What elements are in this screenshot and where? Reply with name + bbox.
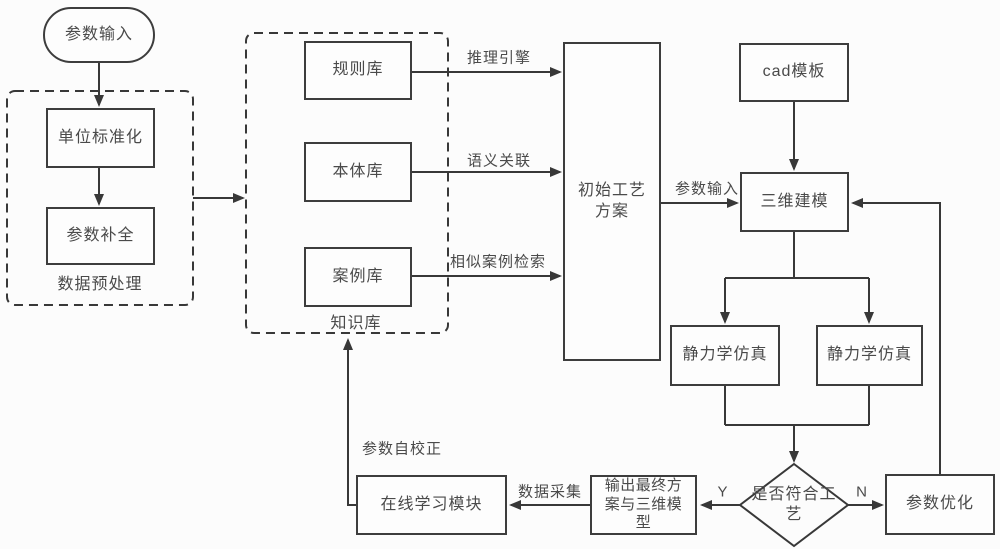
node-rule-library: 规则库: [304, 41, 412, 100]
edge-label-similar-case-retrieval: 相似案例检索: [449, 253, 547, 271]
knowledge-group-label: 知识库: [330, 315, 382, 332]
node-online-learning-module: 在线学习模块: [356, 475, 507, 535]
preprocessing-group-label: 数据预处理: [57, 276, 143, 293]
node-cad-template: cad模板: [739, 43, 849, 102]
node-statics-simulation-right: 静力学仿真: [816, 325, 923, 386]
node-modeling-3d: 三维建模: [740, 172, 849, 232]
node-start-parameter-input: 参数输入: [43, 7, 155, 63]
decision-diamond-shape: [738, 462, 850, 548]
node-parameter-completion: 参数补全: [46, 207, 155, 265]
node-ontology-library: 本体库: [304, 142, 412, 202]
edge-label-semantic-association: 语义关联: [466, 152, 532, 170]
knowledge-group-border: [245, 32, 449, 334]
edge-label-inference-engine: 推理引擎: [466, 49, 532, 67]
edge-modeling-3d-split: [725, 232, 869, 279]
edge-label-no: N: [856, 483, 868, 501]
node-parameter-optimization: 参数优化: [885, 474, 995, 535]
edge-label-parameter-self-correction: 参数自校正: [361, 440, 443, 458]
edge-statics-merge: [724, 386, 870, 426]
edge-optimization-to-modeling-3d: [851, 198, 941, 474]
node-case-library: 案例库: [304, 247, 412, 307]
edge-label-parameter-input: 参数输入: [674, 180, 740, 198]
node-unit-standardization: 单位标准化: [46, 108, 155, 168]
edge-label-data-collection: 数据采集: [517, 483, 583, 501]
node-output-final-plan: 输出最终方案与三维模型: [590, 475, 697, 535]
node-decision-conform-process: 是否符合工艺: [751, 486, 837, 523]
edge-online-learning-to-knowledge: [343, 338, 356, 506]
node-statics-simulation-left: 静力学仿真: [670, 325, 780, 386]
edge-label-yes: Y: [717, 483, 729, 501]
node-initial-process-plan: 初始工艺方案: [563, 42, 661, 361]
